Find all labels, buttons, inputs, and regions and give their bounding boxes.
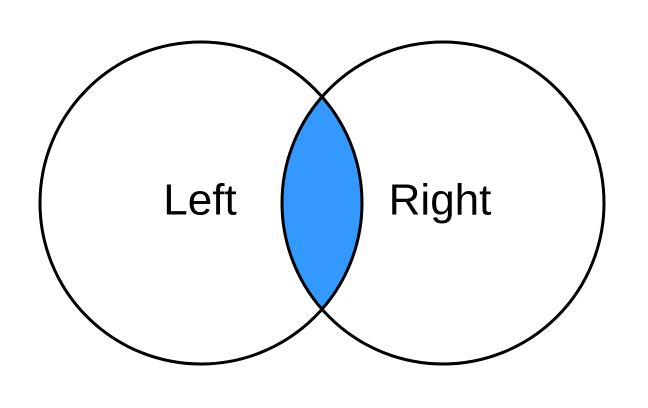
left-set-circle bbox=[38, 40, 364, 366]
right-set-label: Right bbox=[389, 176, 492, 225]
right-set-circle bbox=[280, 40, 606, 366]
left-set-label: Left bbox=[163, 176, 236, 225]
